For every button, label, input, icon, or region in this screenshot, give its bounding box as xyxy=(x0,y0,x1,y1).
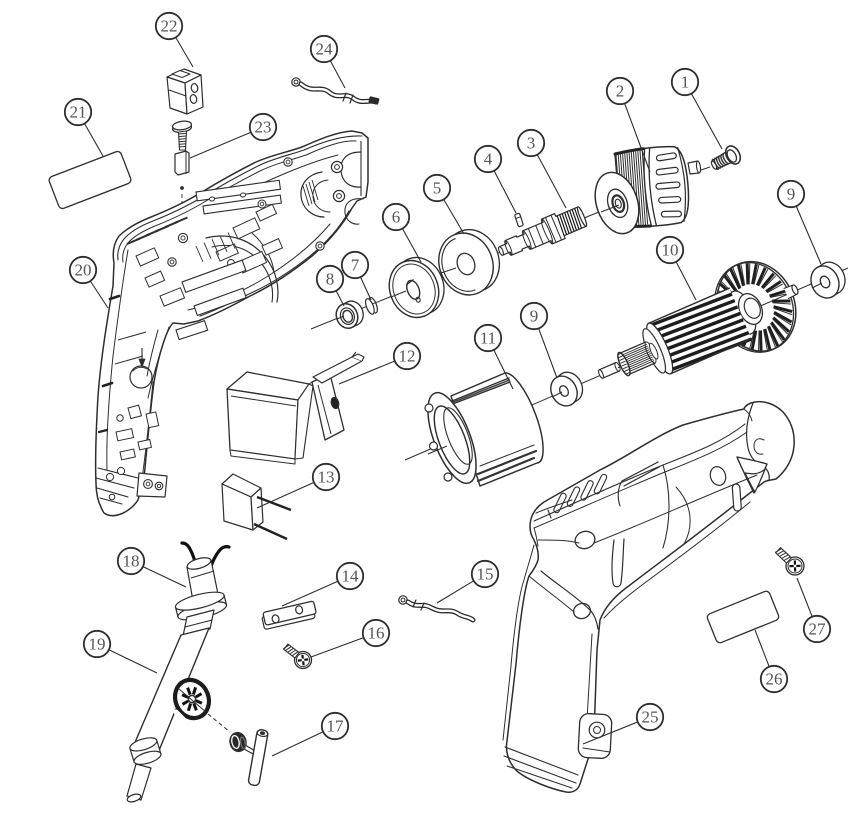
svg-text:18: 18 xyxy=(123,551,140,570)
svg-text:3: 3 xyxy=(527,133,536,152)
svg-text:5: 5 xyxy=(433,178,442,197)
svg-text:11: 11 xyxy=(480,328,496,347)
svg-text:8: 8 xyxy=(326,269,335,288)
svg-text:7: 7 xyxy=(351,255,360,274)
svg-text:10: 10 xyxy=(662,240,679,259)
svg-text:24: 24 xyxy=(316,39,334,58)
svg-text:16: 16 xyxy=(368,623,385,642)
svg-text:21: 21 xyxy=(70,102,87,121)
svg-text:6: 6 xyxy=(392,207,401,226)
svg-text:26: 26 xyxy=(766,669,783,688)
svg-text:13: 13 xyxy=(318,467,335,486)
svg-text:9: 9 xyxy=(787,184,796,203)
svg-text:2: 2 xyxy=(616,81,625,100)
svg-text:25: 25 xyxy=(642,707,659,726)
svg-text:27: 27 xyxy=(809,619,827,638)
svg-text:17: 17 xyxy=(327,716,345,735)
svg-text:15: 15 xyxy=(477,564,494,583)
svg-text:9: 9 xyxy=(530,306,539,325)
svg-text:22: 22 xyxy=(161,16,178,35)
svg-text:14: 14 xyxy=(342,566,360,585)
svg-text:4: 4 xyxy=(484,149,493,168)
svg-text:1: 1 xyxy=(681,72,690,91)
svg-text:23: 23 xyxy=(255,117,272,136)
svg-text:12: 12 xyxy=(399,346,416,365)
svg-text:20: 20 xyxy=(75,260,92,279)
svg-text:19: 19 xyxy=(89,634,106,653)
